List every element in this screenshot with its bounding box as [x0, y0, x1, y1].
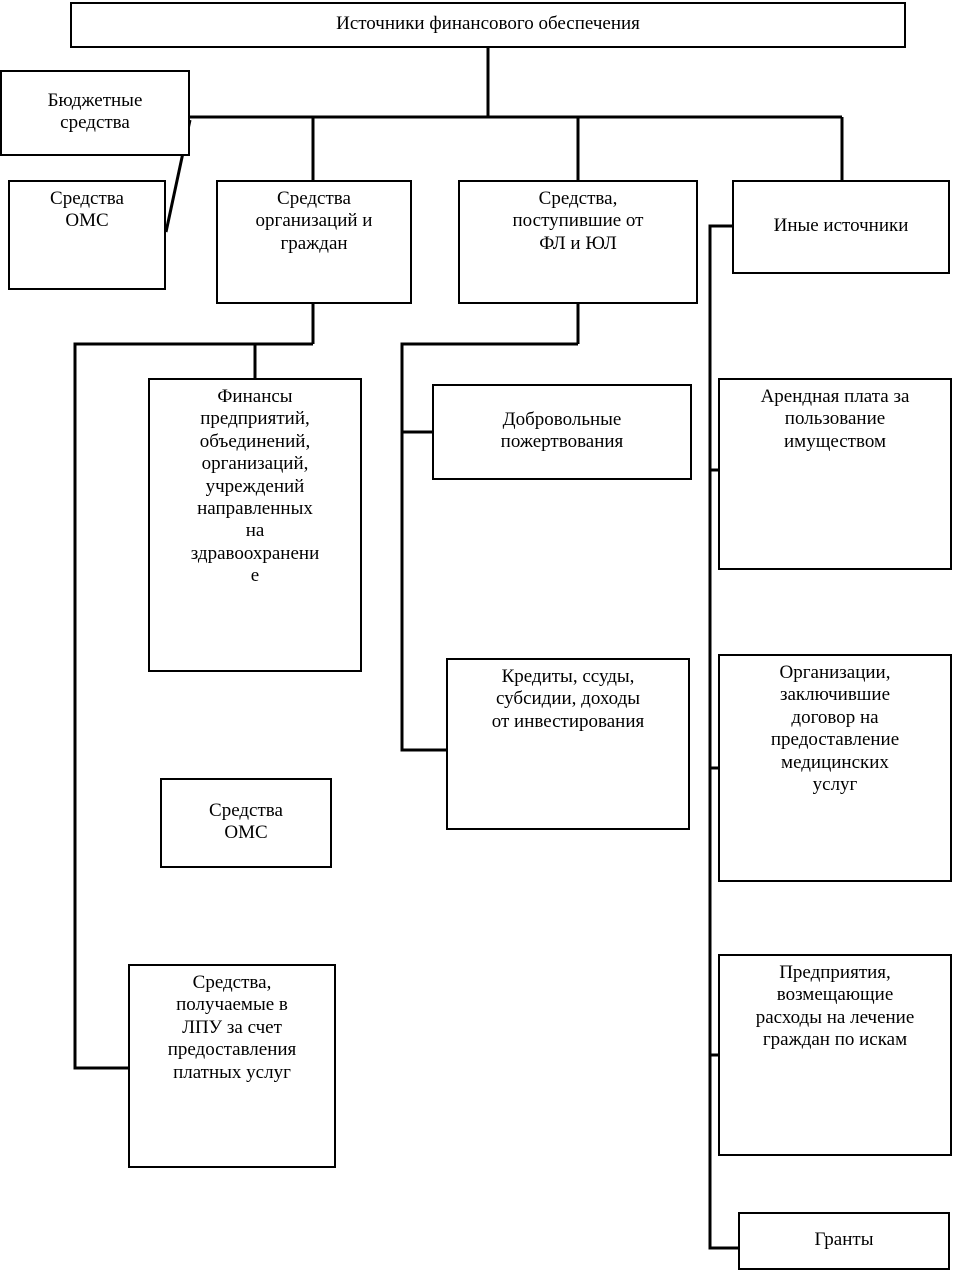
- node-label-grants: Гранты: [814, 1228, 874, 1250]
- node-org-citizens[interactable]: Средства организаций и граждан: [216, 180, 412, 304]
- node-label-fl-yul: Средства, поступившие от ФЛ и ЮЛ: [512, 188, 644, 254]
- node-fl-yul[interactable]: Средства, поступившие от ФЛ и ЮЛ: [458, 180, 698, 304]
- node-grants[interactable]: Гранты: [738, 1212, 950, 1270]
- node-label-root: Источники финансового обеспечения: [336, 12, 640, 34]
- node-label-oms-top: Средства ОМС: [50, 188, 124, 232]
- node-label-reimbursing: Предприятия, возмещающие расходы на лече…: [755, 962, 915, 1051]
- node-oms-top[interactable]: Средства ОМС: [8, 180, 166, 290]
- node-contract-orgs[interactable]: Организации, заключившие договор на пред…: [718, 654, 952, 882]
- node-label-credits: Кредиты, ссуды, субсидии, доходы от инве…: [491, 666, 645, 732]
- node-reimbursing[interactable]: Предприятия, возмещающие расходы на лече…: [718, 954, 952, 1156]
- node-label-donations: Добровольные пожертвования: [500, 408, 624, 452]
- node-credits[interactable]: Кредиты, ссуды, субсидии, доходы от инве…: [446, 658, 690, 830]
- node-label-contract-orgs: Организации, заключившие договор на пред…: [770, 662, 900, 796]
- node-label-other-sources: Иные источники: [773, 214, 909, 236]
- node-label-paid-services: Средства, получаемые в ЛПУ за счет предо…: [167, 972, 297, 1083]
- node-donations[interactable]: Добровольные пожертвования: [432, 384, 692, 480]
- node-label-enterprise-finance: Финансы предприятий, объединений, органи…: [190, 386, 320, 587]
- node-budget[interactable]: Бюджетные средства: [0, 70, 190, 156]
- node-label-oms-bottom: Средства ОМС: [209, 799, 283, 843]
- node-label-org-citizens: Средства организаций и граждан: [255, 188, 373, 254]
- node-label-rent: Арендная плата за пользование имуществом: [760, 386, 910, 452]
- node-oms-bottom[interactable]: Средства ОМС: [160, 778, 332, 868]
- node-label-budget: Бюджетные средства: [47, 89, 143, 133]
- node-paid-services[interactable]: Средства, получаемые в ЛПУ за счет предо…: [128, 964, 336, 1168]
- node-root[interactable]: Источники финансового обеспечения: [70, 2, 906, 48]
- node-rent[interactable]: Арендная плата за пользование имуществом: [718, 378, 952, 570]
- node-other-sources[interactable]: Иные источники: [732, 180, 950, 274]
- node-enterprise-finance[interactable]: Финансы предприятий, объединений, органи…: [148, 378, 362, 672]
